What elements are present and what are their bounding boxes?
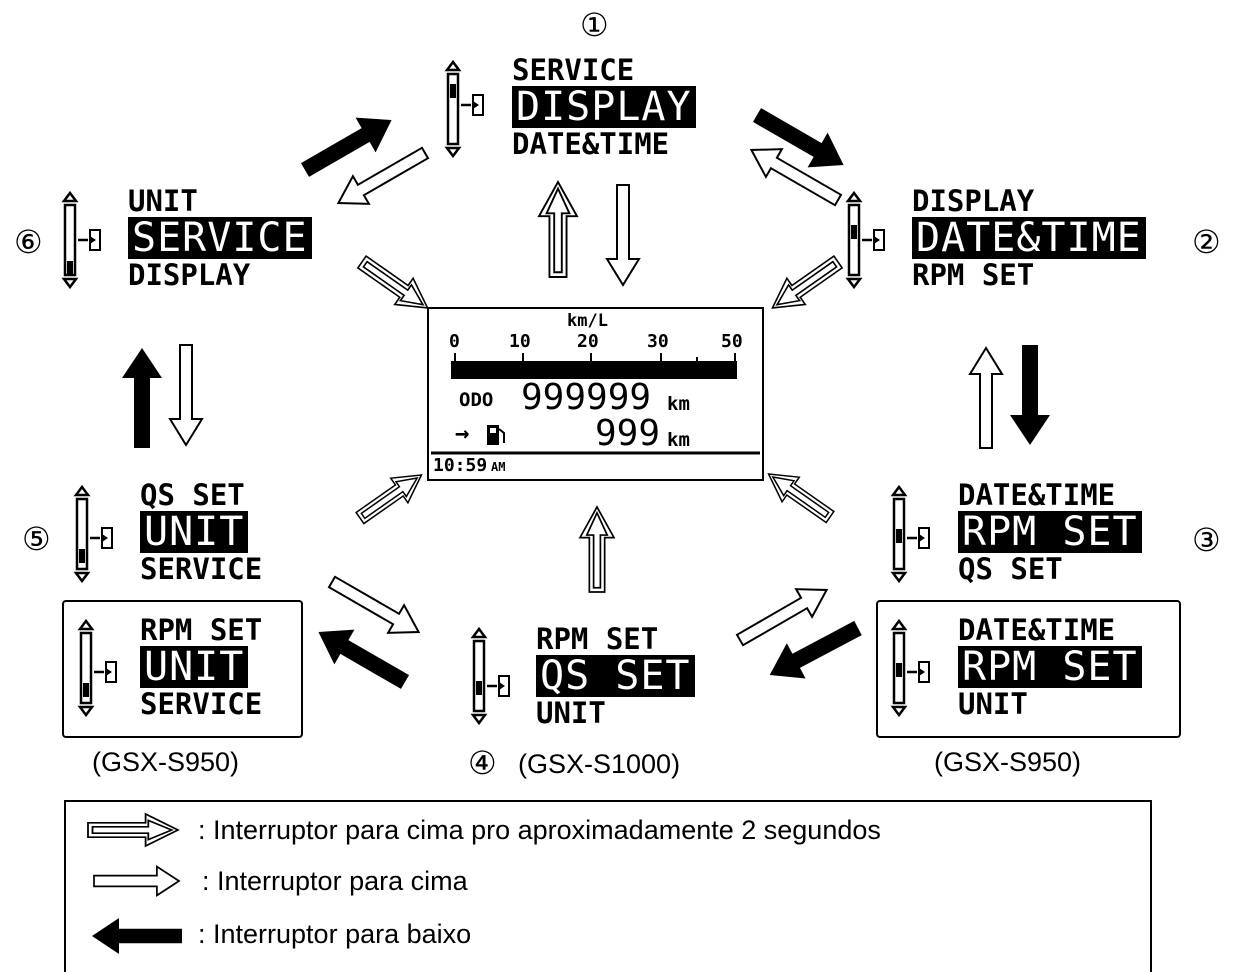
lcd-odo-unit: km <box>667 393 690 415</box>
scrollbar-icon <box>74 485 114 583</box>
lcd-odo-label: ODO <box>459 389 494 411</box>
menu-prev-item: RPM SET <box>140 613 263 647</box>
menu-next-item: SERVICE <box>140 552 263 586</box>
state-number: ③ <box>1192 522 1221 558</box>
model-caption: (GSX-S950) <box>934 747 1082 777</box>
legend-down-text: : Interruptor para baixo <box>198 919 472 949</box>
state-number: ① <box>580 7 609 43</box>
lcd-unit-label: km/L <box>567 311 608 331</box>
state-number: ② <box>1192 224 1221 260</box>
menu-selected-item: UNIT <box>140 646 249 688</box>
scrollbar-icon <box>78 619 118 717</box>
lcd-tick-20: 20 <box>577 331 599 352</box>
menu-next-item: QS SET <box>958 552 1063 586</box>
menu-selected-item: RPM SET <box>958 511 1142 553</box>
up-arrow-icon <box>606 184 640 286</box>
up-arrow-icon <box>969 347 1003 449</box>
state-number: ⑥ <box>14 224 43 260</box>
menu-variant-left: RPM SET UNIT SERVICE <box>140 614 262 720</box>
menu-next-item: DATE&TIME <box>512 127 670 161</box>
menu-state-2: DISPLAY DATE&TIME RPM SET <box>912 185 1146 291</box>
menu-state-3: DATE&TIME RPM SET QS SET <box>958 479 1142 585</box>
menu-prev-item: DATE&TIME <box>958 613 1116 647</box>
scrollbar-icon <box>891 485 931 583</box>
lcd-tick-0: 0 <box>449 331 460 352</box>
lcd-display: km/L 0 10 20 30 50 ODO 999999 km → 999 k… <box>427 307 764 481</box>
hold-arrow-icon <box>538 181 578 278</box>
lcd-odo-value: 999999 <box>521 377 652 418</box>
menu-selected-item: RPM SET <box>958 646 1142 688</box>
menu-state-6: UNIT SERVICE DISPLAY <box>128 185 312 291</box>
menu-prev-item: DATE&TIME <box>958 478 1116 512</box>
lcd-range-unit: km <box>667 429 690 451</box>
up-arrow-icon <box>169 344 203 446</box>
scrollbar-icon <box>445 60 485 158</box>
menu-next-item: UNIT <box>958 687 1028 721</box>
menu-state-4: RPM SET QS SET UNIT <box>536 623 695 729</box>
down-arrow-icon <box>1010 345 1050 445</box>
lcd-clock: 10:59 <box>433 455 488 476</box>
lcd-tick-30: 30 <box>647 331 669 352</box>
menu-next-item: RPM SET <box>912 258 1035 292</box>
hold-arrow-icon <box>579 506 615 593</box>
lcd-bar-graph <box>431 353 760 455</box>
down-arrow-icon <box>122 348 162 448</box>
hold-arrow-icon <box>352 248 438 322</box>
hold-arrow-icon <box>759 460 840 531</box>
model-caption: (GSX-S1000) <box>518 749 681 779</box>
menu-variant-right: DATE&TIME RPM SET UNIT <box>958 614 1142 720</box>
menu-next-item: DISPLAY <box>128 258 251 292</box>
variant-box-right <box>876 600 1181 738</box>
fuel-pump-icon <box>487 425 505 445</box>
menu-prev-item: DISPLAY <box>912 184 1035 218</box>
menu-next-item: UNIT <box>536 696 606 730</box>
model-caption: (GSX-S950) <box>92 747 240 777</box>
hold-arrow-icon <box>350 461 431 532</box>
scrollbar-icon <box>471 627 511 725</box>
variant-box-left <box>62 600 303 738</box>
lcd-range-value: 999 <box>595 413 661 454</box>
menu-prev-item: SERVICE <box>512 53 635 87</box>
lcd-range-arrow-icon: → <box>455 419 470 447</box>
state-number: ⑤ <box>22 521 51 557</box>
scrollbar-icon <box>62 191 102 289</box>
scrollbar-icon <box>846 191 886 289</box>
menu-selected-item: DATE&TIME <box>912 217 1146 259</box>
menu-state-1: SERVICE DISPLAY DATE&TIME <box>512 54 696 160</box>
lcd-tick-10: 10 <box>509 331 531 352</box>
menu-prev-item: UNIT <box>128 184 198 218</box>
hold-arrow-icon <box>762 248 848 322</box>
menu-selected-item: QS SET <box>536 655 695 697</box>
legend-box <box>64 800 1152 972</box>
lcd-ampm: AM <box>491 460 506 474</box>
scrollbar-icon <box>891 619 931 717</box>
menu-next-item: SERVICE <box>140 687 263 721</box>
menu-state-5: QS SET UNIT SERVICE <box>140 479 262 585</box>
legend-hold-text: : Interruptor para cima pro aproximadame… <box>198 815 881 845</box>
menu-selected-item: SERVICE <box>128 217 312 259</box>
menu-prev-item: QS SET <box>140 478 245 512</box>
legend-up-text: : Interruptor para cima <box>202 866 468 896</box>
menu-selected-item: DISPLAY <box>512 86 696 128</box>
menu-selected-item: UNIT <box>140 511 249 553</box>
lcd-tick-50: 50 <box>721 331 743 352</box>
menu-prev-item: RPM SET <box>536 622 659 656</box>
state-number: ④ <box>468 745 497 781</box>
